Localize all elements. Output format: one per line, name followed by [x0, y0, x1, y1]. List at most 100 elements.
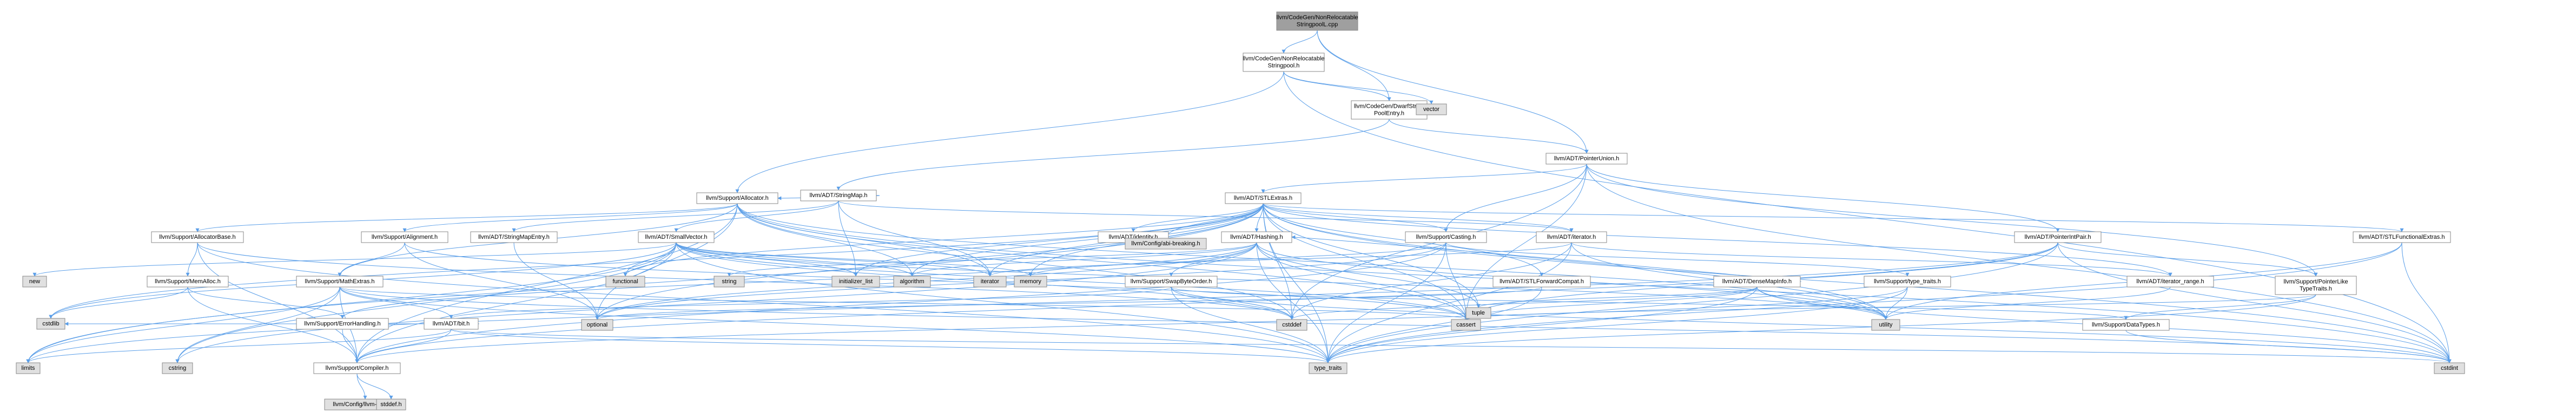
node-stlforward[interactable]: llvm/ADT/STLForwardCompat.h: [1492, 276, 1591, 288]
node-box-type_traits: [1309, 362, 1348, 374]
node-iterator: iterator: [973, 276, 1007, 288]
node-box-allocator: [696, 192, 778, 204]
node-box-bit: [424, 318, 479, 330]
node-label-cassert: cassert: [1456, 322, 1475, 328]
edge-hashing-to-string: [727, 242, 1257, 277]
node-label-stringmap: llvm/ADT/StringMap.h: [810, 192, 868, 199]
node-compiler[interactable]: llvm/Support/Compiler.h: [313, 362, 401, 374]
node-root: llvm/CodeGen/NonRelocatableStringpoolL.c…: [1276, 11, 1358, 31]
node-box-iterator: [973, 276, 1007, 288]
edge-nrsp_h-to-allocator: [735, 71, 1284, 193]
edge-smallvec-to-iterator: [676, 242, 992, 277]
node-typetraits_h[interactable]: llvm/Support/type_traits.h: [1864, 276, 1951, 288]
edge-ptrunion-to-cassert: [1464, 164, 1587, 320]
node-abibreak: llvm/Config/abi-breaking.h: [1125, 238, 1207, 250]
edge-mathextras-to-limits: [26, 286, 340, 363]
node-alignment[interactable]: llvm/Support/Alignment.h: [361, 231, 448, 243]
edge-nrsp_h-to-cstdint: [1283, 71, 2452, 363]
edge-casting-to-memory: [1028, 242, 1446, 277]
node-ptrunion[interactable]: llvm/ADT/PointerUnion.h: [1545, 153, 1628, 165]
edge-stlextras-to-limits: [26, 203, 1264, 363]
node-allocator[interactable]: llvm/Support/Allocator.h: [696, 192, 778, 204]
edge-ptrlike-to-type_traits: [1326, 294, 2316, 363]
node-smallvec[interactable]: llvm/ADT/SmallVector.h: [638, 231, 715, 243]
node-label-ptrintpair: llvm/ADT/PointerIntPair.h: [2025, 234, 2091, 240]
edge-mathextras-to-cassert: [339, 286, 1468, 320]
edge-alignment-to-optional: [404, 242, 599, 320]
node-iterrange[interactable]: llvm/ADT/iterator_range.h: [2126, 276, 2214, 288]
node-bit[interactable]: llvm/ADT/bit.h: [424, 318, 479, 330]
edge-allocbase-to-compiler: [197, 242, 359, 363]
node-label-casting: llvm/Support/Casting.h: [1416, 234, 1476, 240]
edge-memalloc-to-compiler: [187, 286, 359, 363]
node-densemapinfo[interactable]: llvm/ADT/DenseMapInfo.h: [1713, 276, 1801, 288]
node-box-ptrunion: [1545, 153, 1628, 165]
edge-adtiter-to-iterrange: [1571, 242, 2172, 277]
edge-stlextras-to-adtiter: [1263, 203, 1574, 232]
node-label-ptrunion: llvm/ADT/PointerUnion.h: [1554, 155, 1619, 162]
node-swapbyte[interactable]: llvm/Support/SwapByteOrder.h: [1125, 276, 1218, 288]
node-cassert: cassert: [1451, 319, 1481, 331]
node-box-compiler: [313, 362, 401, 374]
node-smentry[interactable]: llvm/ADT/StringMapEntry.h: [470, 231, 558, 243]
node-box-errhandling: [296, 318, 389, 330]
node-label-bit: llvm/ADT/bit.h: [433, 321, 470, 327]
edge-densemapinfo-to-cstddef: [1290, 286, 1758, 320]
node-cstdint: cstdint: [2434, 362, 2465, 374]
node-box-algorithm: [893, 276, 931, 288]
node-optional: optional: [581, 319, 613, 331]
edge-casting-to-compiler: [355, 242, 1446, 363]
edge-datatypes-to-cstdint: [2125, 330, 2452, 363]
node-datatypes[interactable]: llvm/Support/DataTypes.h: [2082, 319, 2170, 331]
edge-alignment-to-cassert: [404, 242, 1468, 320]
node-errhandling[interactable]: llvm/Support/ErrorHandling.h: [296, 318, 389, 330]
node-label-tuple: tuple: [1472, 310, 1485, 316]
node-box-cassert: [1451, 319, 1481, 331]
edge-smallvec-to-cassert: [676, 242, 1468, 320]
node-box-string: [714, 276, 745, 288]
edge-allocator-to-allocbase: [195, 203, 738, 232]
node-casting[interactable]: llvm/Support/Casting.h: [1405, 231, 1487, 243]
edge-casting-to-type_traits: [1326, 242, 1446, 363]
node-stlfunc[interactable]: llvm/ADT/STLFunctionalExtras.h: [2353, 231, 2451, 243]
node-label-ptrlike: llvm/Support/PointerLike: [2283, 278, 2348, 285]
edge-stlextras-to-cstdint: [1263, 203, 2452, 363]
node-label-smentry: llvm/ADT/StringMapEntry.h: [478, 234, 550, 240]
edge-swapbyte-to-datatypes: [1171, 286, 2128, 320]
edge-dwarf-to-ptrunion: [1389, 119, 1589, 154]
edge-stringmap-to-iterator: [838, 200, 992, 277]
node-box-initlist: [831, 276, 880, 288]
node-label-ptrlike: TypeTraits.h: [2300, 285, 2332, 292]
edge-ptrunion-to-cstdint: [1586, 164, 2452, 363]
edge-ptrintpair-to-compiler: [355, 242, 2058, 363]
nodes-layer: llvm/CodeGen/NonRelocatableStringpoolL.c…: [16, 11, 2465, 410]
edge-stringmap-to-smallvec: [674, 200, 839, 232]
node-stringmap[interactable]: llvm/ADT/StringMap.h: [800, 190, 877, 201]
node-box-mathextras: [296, 276, 384, 288]
node-adtiter[interactable]: llvm/ADT/iterator.h: [1536, 231, 1607, 243]
edge-smallvec-to-functional: [623, 242, 677, 277]
node-box-smallvec: [638, 231, 715, 243]
node-box-memory: [1014, 276, 1047, 288]
edge-mathextras-to-cstring: [175, 286, 340, 363]
edge-iterrange-to-utility: [1884, 286, 2171, 320]
edge-root-to-nrsp_h: [1282, 30, 1318, 54]
node-allocbase[interactable]: llvm/Support/AllocatorBase.h: [151, 231, 244, 243]
edge-smallvec-to-type_traits: [676, 242, 1330, 363]
node-memalloc[interactable]: llvm/Support/MemAlloc.h: [147, 276, 229, 288]
node-label-stddef: stddef.h: [380, 401, 401, 408]
node-ptrintpair[interactable]: llvm/ADT/PointerIntPair.h: [2014, 231, 2102, 243]
node-stlextras[interactable]: llvm/ADT/STLExtras.h: [1225, 192, 1302, 204]
node-label-memalloc: llvm/Support/MemAlloc.h: [155, 278, 221, 285]
node-mathextras[interactable]: llvm/Support/MathExtras.h: [296, 276, 384, 288]
node-hashing[interactable]: llvm/ADT/Hashing.h: [1221, 231, 1292, 243]
edge-ptrlike-to-datatypes: [2124, 294, 2316, 320]
edge-allocator-to-alignment: [402, 203, 738, 232]
edge-stlextras-to-functional: [623, 203, 1264, 277]
edge-mathextras-to-type_traits: [339, 286, 1330, 363]
edge-stlextras-to-identity: [1131, 203, 1264, 232]
node-label-cstddef: cstddef: [1282, 322, 1302, 328]
